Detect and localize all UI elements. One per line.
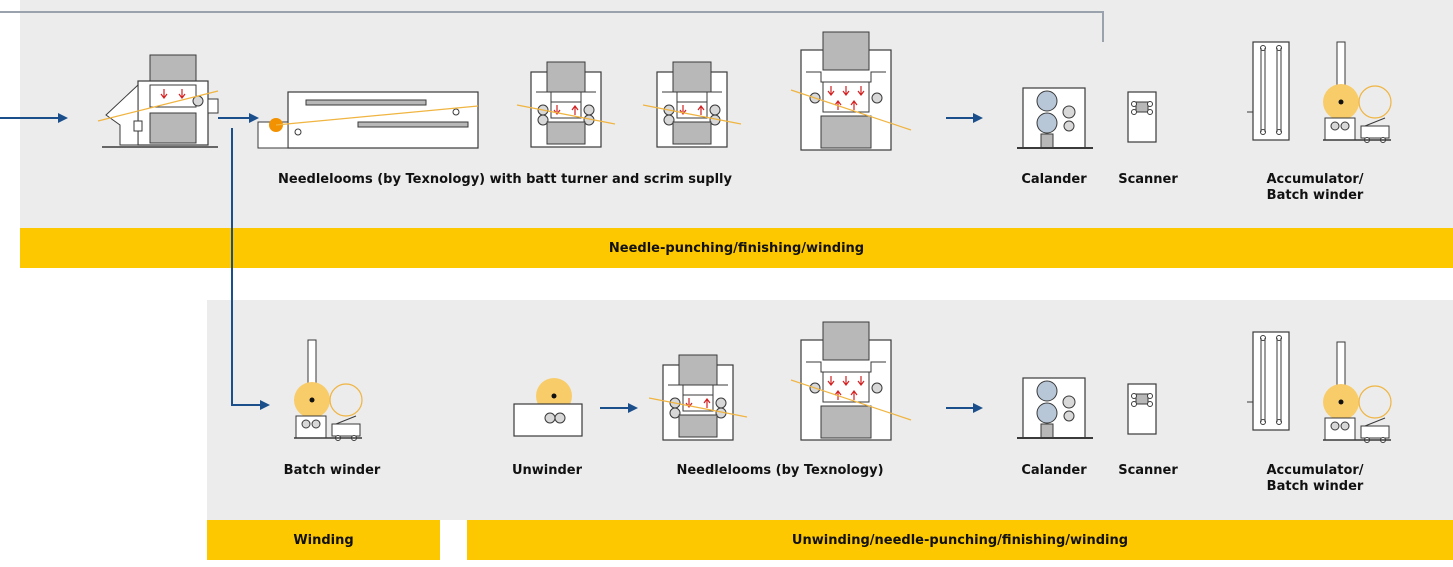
needleloom-2 — [642, 61, 742, 148]
accumulator-top — [1246, 41, 1290, 141]
batt-turner-machine — [97, 54, 219, 148]
needleloom-1 — [516, 61, 616, 148]
needleloom-4 — [648, 354, 748, 441]
batch-winder-bottom — [1322, 341, 1392, 444]
needleloom-5 — [790, 321, 912, 441]
calander-top — [1016, 87, 1094, 149]
label-calander-top: Calander — [1021, 172, 1087, 187]
scrim-supply-machine — [257, 91, 479, 149]
calander-bottom — [1016, 377, 1094, 439]
batch-winder-top — [1322, 41, 1392, 144]
band-needle-punching: Needle-punching/finishing/winding — [20, 228, 1453, 268]
label-scanner-bottom: Scanner — [1118, 463, 1178, 478]
return-line — [0, 11, 1104, 42]
scanner-bottom — [1127, 383, 1157, 435]
scanner-top — [1127, 91, 1157, 143]
batch-winder-left — [293, 339, 363, 442]
label-accumulator-top: Accumulator/ Batch winder — [1266, 172, 1364, 203]
branch-arrow — [231, 128, 270, 410]
accumulator-bottom — [1246, 331, 1290, 431]
label-unwinder: Unwinder — [511, 463, 583, 478]
band-unwinding: Unwinding/needle-punching/finishing/wind… — [467, 520, 1453, 560]
label-needlelooms-top: Needlelooms (by Texnology) with batt tur… — [278, 172, 732, 187]
unwinder-machine — [513, 378, 583, 437]
label-batch-winder: Batch winder — [283, 463, 381, 478]
label-scanner-top: Scanner — [1118, 172, 1178, 187]
label-accumulator-bottom: Accumulator/ Batch winder — [1266, 463, 1364, 494]
needleloom-3 — [790, 31, 912, 151]
label-needlelooms-bottom: Needlelooms (by Texnology) — [676, 463, 884, 478]
band-winding: Winding — [207, 520, 440, 560]
label-calander-bottom: Calander — [1021, 463, 1087, 478]
